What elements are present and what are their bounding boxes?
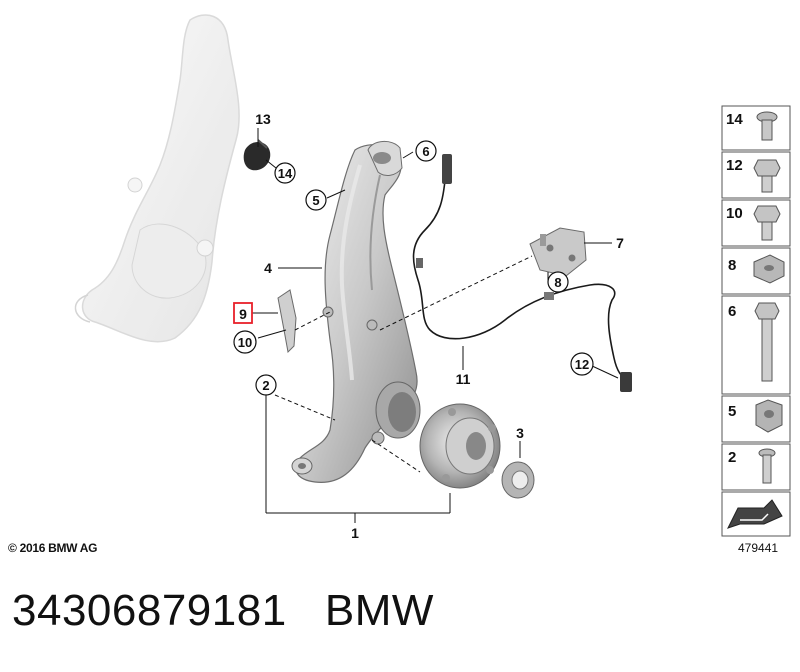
collar-nut-illustration: [501, 461, 535, 499]
svg-text:13: 13: [255, 111, 271, 127]
flange-nut-icon: [755, 399, 783, 433]
svg-text:8: 8: [728, 257, 736, 274]
svg-text:8: 8: [554, 275, 561, 290]
brand-name: BMW: [324, 586, 434, 635]
svg-text:3: 3: [516, 425, 524, 441]
part-caption: 34306879181 BMW: [12, 586, 434, 636]
hex-bolt-icon: [753, 205, 781, 241]
drawing-number: 479441: [738, 541, 779, 555]
callout-11: 11: [456, 371, 471, 387]
svg-text:5: 5: [312, 193, 319, 208]
svg-text:14: 14: [726, 111, 743, 128]
callout-6: 6: [415, 140, 437, 162]
callout-12: 12: [570, 352, 594, 376]
long-bolt-icon: [754, 302, 780, 382]
svg-text:7: 7: [616, 235, 624, 251]
sidebar-item-6: 6: [721, 295, 791, 395]
direction-arrow-box: [721, 491, 791, 537]
svg-text:6: 6: [422, 144, 429, 159]
svg-text:9: 9: [239, 306, 247, 322]
cable-clip-illustration: [277, 289, 297, 354]
wheel-hub-illustration: [419, 403, 501, 489]
parts-diagram: 13 14 6 5 4 7 8 9 10 11 12 2 3: [74, 14, 791, 541]
svg-text:5: 5: [728, 403, 736, 420]
sidebar-item-10: 10: [721, 199, 791, 247]
sidebar-item-14: 14: [721, 105, 791, 151]
callout-3: 3: [516, 425, 524, 441]
callout-7: 7: [616, 235, 624, 251]
callout-8: 8: [547, 271, 569, 293]
socket-screw-icon: [758, 448, 776, 484]
sidebar-item-12: 12: [721, 151, 791, 199]
callout-13: 13: [255, 111, 271, 127]
steering-knuckle-illustration: [291, 141, 421, 483]
svg-text:14: 14: [278, 166, 293, 181]
rubber-bushing-part: [243, 139, 271, 171]
svg-text:11: 11: [456, 371, 471, 387]
svg-text:12: 12: [575, 357, 589, 372]
sidebar-item-2: 2: [721, 443, 791, 491]
copyright-notice: © 2016 BMW AG: [8, 541, 98, 555]
sidebar-item-5: 5: [721, 395, 791, 443]
svg-text:4: 4: [264, 260, 272, 276]
ghost-knuckle-illustration: [74, 14, 240, 343]
callout-10: 10: [233, 330, 257, 354]
callout-14: 14: [274, 162, 296, 184]
svg-text:10: 10: [238, 335, 252, 350]
svg-text:2: 2: [728, 449, 736, 466]
callout-4: 4: [264, 260, 272, 276]
leader-lines: [252, 128, 619, 523]
callout-1: 1: [351, 525, 359, 541]
fastener-sidebar: 14 12 10 8: [721, 105, 791, 537]
hex-nut-icon: [753, 254, 785, 284]
sensor-bracket-illustration: [529, 227, 587, 277]
callout-2: 2: [255, 374, 277, 396]
part-number: 34306879181: [12, 586, 287, 635]
svg-text:12: 12: [726, 157, 743, 174]
callout-5: 5: [305, 189, 327, 211]
hex-flange-bolt-icon: [753, 159, 781, 193]
speed-sensor-cable-illustration: [412, 154, 632, 392]
svg-text:1: 1: [351, 525, 359, 541]
callout-9-highlighted: 9: [233, 302, 253, 324]
arrow-icon: [727, 499, 783, 529]
sidebar-item-8: 8: [721, 247, 791, 295]
svg-text:6: 6: [728, 303, 736, 320]
svg-text:10: 10: [726, 205, 743, 222]
svg-text:2: 2: [262, 378, 269, 393]
torx-bolt-icon: [756, 111, 778, 141]
